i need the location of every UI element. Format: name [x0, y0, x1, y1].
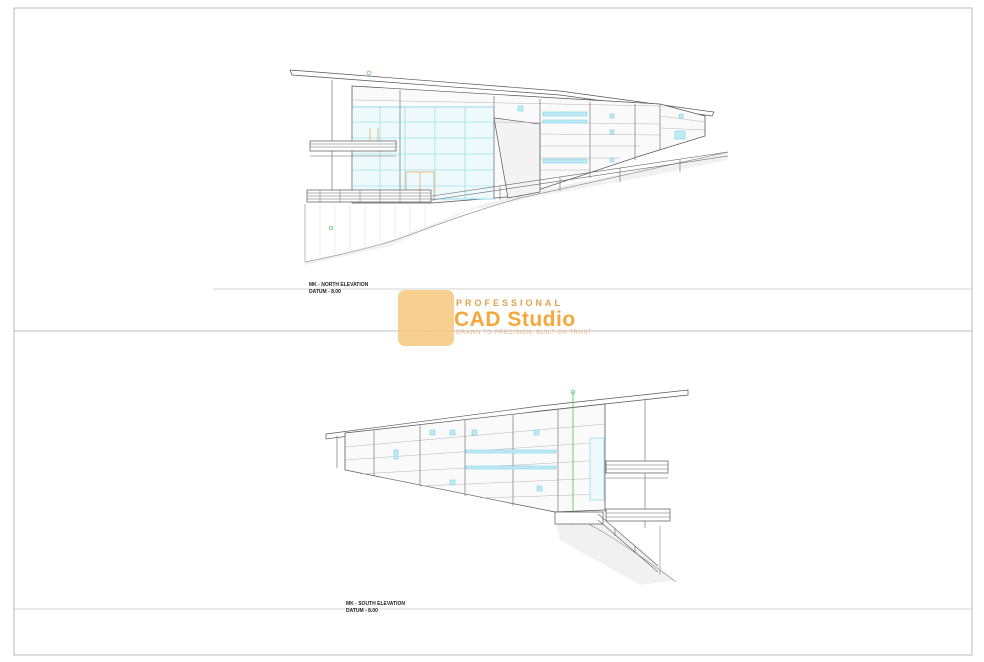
- south-elevation-datum: DATUM - 8.00: [346, 608, 378, 614]
- watermark-main-text: CAD Studio: [454, 308, 576, 331]
- south-ground-fill: [555, 508, 675, 585]
- watermark-logo-icon: [398, 290, 454, 346]
- north-upper-balcony: [309, 140, 397, 152]
- north-ground-fill: [305, 152, 728, 265]
- north-roof: [289, 69, 715, 117]
- south-elevation-title: MK - SOUTH ELEVATION: [346, 601, 405, 607]
- north-elevation: [289, 69, 729, 265]
- sheet-border: [13, 7, 973, 656]
- watermark-top-text: PROFESSIONAL: [456, 298, 564, 308]
- south-lower-balcony: [605, 508, 671, 522]
- watermark: PROFESSIONAL CAD Studio DRAWN TO PRECISI…: [398, 290, 608, 348]
- north-elevation-datum: DATUM - 8.00: [309, 289, 341, 295]
- north-glazing: [351, 106, 495, 200]
- south-stair-rail: [597, 513, 659, 573]
- south-building-body: [344, 403, 606, 513]
- south-upper-balcony: [605, 460, 669, 474]
- north-elevation-title: MK - NORTH ELEVATION: [309, 282, 369, 288]
- north-ground-line: [304, 151, 729, 263]
- south-elevation: [325, 389, 689, 585]
- watermark-tagline: DRAWN TO PRECISION, BUILT ON TRUST: [456, 330, 592, 336]
- north-ramp-rail: [431, 151, 729, 201]
